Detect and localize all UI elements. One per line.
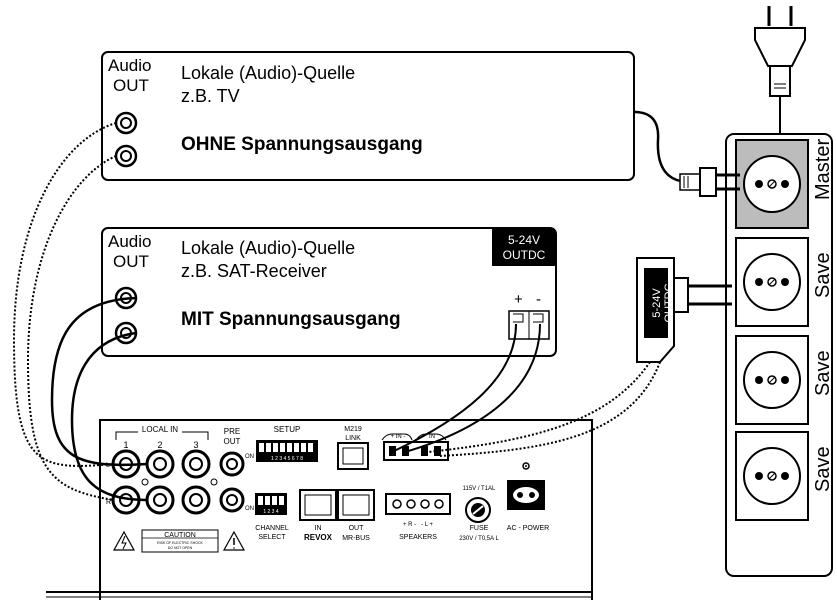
- speakers-label: SPEAKERS: [399, 534, 437, 541]
- fuse-rating-label-2: 230V / T0,5A L: [459, 536, 499, 542]
- fuse-label: FUSE: [470, 525, 489, 532]
- socket-label-save-2: Save: [812, 350, 834, 396]
- setup-switch-numbers: 1 2 3 4 5 6 7 8: [271, 456, 303, 462]
- source-1-jack-label-out: OUT: [113, 76, 149, 95]
- ac-power-symbol-icon: [522, 462, 530, 470]
- source-1-example: z.B. TV: [181, 86, 240, 106]
- revox-device: LOCAL IN 1 2 3 PRE OUT L R SETUP ON: [46, 419, 593, 600]
- adapter-dotted-cable: [427, 361, 661, 457]
- pre-out-label-line2: OUT: [224, 437, 241, 446]
- source-2-title: Lokale (Audio)-Quelle: [181, 238, 355, 258]
- source-2-example: z.B. SAT-Receiver: [181, 261, 327, 281]
- source-2-dc-wires: [391, 323, 541, 453]
- dc-in-label: + IN -: [391, 434, 406, 440]
- source-2-dc-out-badge: 5-24V OUTDC: [492, 228, 556, 266]
- source-1-jack-label-audio: Audio: [108, 56, 151, 75]
- bus-in-label: IN: [315, 525, 322, 532]
- channel-select-label-1: CHANNEL: [255, 525, 289, 532]
- source-2-jack-label-out: OUT: [113, 252, 149, 271]
- source-2-audio-cables: [50, 296, 149, 502]
- brand-logo: REVOX: [304, 533, 333, 542]
- source-1-rca-jack-left: [114, 111, 138, 135]
- attention-warning-icon: [222, 530, 246, 551]
- source-1-dotted-cables: [12, 122, 117, 501]
- source-2-dc-outdc: OUTDC: [503, 248, 546, 262]
- source-2-feature: MIT Spannungsausgang: [181, 309, 401, 330]
- device-rca-in2-l: [145, 449, 175, 479]
- adapter-voltage: 5-24V: [651, 288, 663, 318]
- save-socket-3: Save: [735, 431, 834, 521]
- source-2-plus-sign: +: [514, 291, 523, 308]
- device-rca-preout-r: [219, 487, 245, 513]
- dc-power-adapter: 5-24V OUTDC: [636, 257, 732, 363]
- fuse-rating-label: 115V / T1AL: [463, 486, 496, 492]
- setup-on-label: ON: [245, 454, 254, 460]
- socket-label-save-3: Save: [812, 446, 834, 492]
- ac-power-inlet[interactable]: [507, 480, 545, 510]
- ground-screw-icon: [141, 478, 218, 486]
- source-2-jack-label-audio: Audio: [108, 232, 151, 251]
- master-socket: Master: [735, 139, 834, 229]
- caution-box: CAUTION RISK OF ELECTRIC SHOCK DO NOT OP…: [141, 529, 219, 553]
- m219-link-port[interactable]: [337, 442, 369, 470]
- source-1-feature: OHNE Spannungsausgang: [181, 134, 423, 155]
- local-in-label: LOCAL IN: [142, 425, 178, 434]
- source-2-minus-sign: -: [536, 291, 541, 308]
- device-rca-preout-l: [219, 451, 245, 477]
- pre-out-label-line1: PRE: [224, 427, 240, 436]
- adapter-outdc: OUTDC: [663, 283, 675, 322]
- input-number-2: 2: [157, 440, 162, 450]
- save-socket-2: Save: [735, 335, 834, 425]
- device-rca-in3-l: [181, 449, 211, 479]
- mr-bus-in-port[interactable]: [299, 489, 337, 521]
- caution-subtext-1: RISK OF ELECTRIC SHOCK: [157, 541, 203, 545]
- socket-label-master: Master: [812, 139, 834, 200]
- source-2-dc-voltage: 5-24V: [508, 233, 540, 247]
- socket-label-save-1: Save: [812, 252, 834, 298]
- caution-subtext-2: DO NOT OPEN: [168, 546, 193, 550]
- channel-select-dip[interactable]: 1 2 3 4: [255, 493, 287, 515]
- input-number-3: 3: [193, 440, 198, 450]
- ac-power-label: AC - POWER: [507, 525, 549, 532]
- source-2-box: Audio OUT Lokale (Audio)-Quelle z.B. SAT…: [101, 227, 557, 357]
- setup-label: SETUP: [274, 425, 301, 434]
- source-1-title: Lokale (Audio)-Quelle: [181, 63, 355, 83]
- row-label-r: R: [106, 499, 111, 506]
- source-1-rca-jack-right: [114, 144, 138, 168]
- link-label: LINK: [345, 435, 361, 442]
- bus-out-label: OUT: [349, 525, 365, 532]
- source-1-power-cable: [633, 110, 740, 197]
- device-rca-in3-r: [181, 485, 211, 515]
- power-strip: Master Save Save: [725, 133, 834, 577]
- dc-in-label-2: IN: [429, 434, 435, 440]
- mr-bus-label: MR-BUS: [342, 535, 370, 542]
- m219-label: M219: [344, 426, 362, 433]
- save-socket-1: Save: [735, 237, 834, 327]
- input-number-1: 1: [123, 440, 128, 450]
- device-rca-in2-r: [145, 485, 175, 515]
- setup-dip-switch[interactable]: 1 2 3 4 5 6 7 8: [256, 440, 318, 462]
- fuse-holder[interactable]: [465, 497, 491, 523]
- source-1-box: Audio OUT Lokale (Audio)-Quelle z.B. TV …: [101, 51, 635, 181]
- shock-warning-icon: [112, 530, 136, 551]
- mains-plug-icon: [754, 6, 806, 134]
- speakers-terminal[interactable]: [385, 493, 451, 515]
- channel-on-label: ON: [245, 506, 254, 512]
- caution-label: CAUTION: [164, 532, 196, 539]
- mr-bus-out-port[interactable]: [337, 489, 375, 521]
- speakers-signs: + R - - L +: [403, 522, 434, 528]
- channel-select-label-2: SELECT: [258, 534, 286, 541]
- channel-switch-numbers: 1 2 3 4: [263, 509, 279, 515]
